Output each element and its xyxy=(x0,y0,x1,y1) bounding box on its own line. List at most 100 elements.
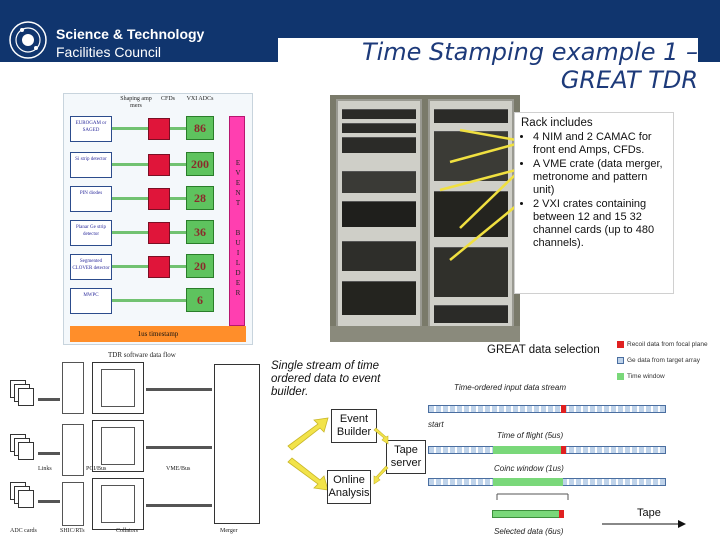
detector-box: MWPC xyxy=(70,288,112,314)
selected-label: Selected data (6us) xyxy=(494,527,564,536)
col-heading-cfds: CFDs xyxy=(160,96,175,102)
rack-floor xyxy=(330,326,520,342)
detector-box: Si strip detector xyxy=(70,152,112,178)
collators-label: Collators xyxy=(116,528,138,534)
legend-item: Recoil data from focal plane xyxy=(617,341,708,348)
signal-arrow xyxy=(112,127,148,130)
window-stream-bar xyxy=(428,446,666,454)
coinc-window xyxy=(493,446,563,454)
org-name-line2: Facilities Council xyxy=(56,44,162,60)
tof-label: Time of flight (5us) xyxy=(497,431,564,440)
event-builder-box: Event Builder xyxy=(331,409,377,443)
recoil-marker xyxy=(561,405,566,413)
title-line1: Time Stamping example 1 – xyxy=(361,38,698,66)
detector-box: PIN diodes xyxy=(70,186,112,212)
legend-swatch xyxy=(617,373,624,380)
legend-item: Ge data from target array xyxy=(617,357,700,364)
software-data-flow-diagram: TDR software data flow Links PCI/Bus VME… xyxy=(4,350,266,538)
event-builder-letter: V xyxy=(235,169,241,177)
recoil-marker xyxy=(559,510,564,518)
rack-photo xyxy=(330,95,520,342)
legend-swatch xyxy=(617,341,624,348)
tape-server-box: Tape server xyxy=(386,440,426,474)
detector-box: EUROGAM or SAGED xyxy=(70,116,112,142)
flow-arrows-yellow xyxy=(287,417,329,491)
detector-box: Planar Ge strip detector xyxy=(70,220,112,246)
event-builder-letter: L xyxy=(235,259,241,267)
event-builder-letter: B xyxy=(235,229,241,237)
event-builder-letter: T xyxy=(235,199,241,207)
amp-box xyxy=(148,222,170,244)
stream-description: Single stream of time ordered data to ev… xyxy=(271,360,381,398)
selection-stream-bar xyxy=(428,478,666,486)
adc-cards-label: ADC cards xyxy=(10,528,37,534)
amp-box xyxy=(148,118,170,140)
selection-title: GREAT data selection xyxy=(487,344,600,356)
org-name-line1: Science & Technology xyxy=(56,26,205,42)
amp-box xyxy=(148,154,170,176)
adc-count: 20 xyxy=(186,254,214,278)
page-title: Time Stamping example 1 – GREAT TDR xyxy=(278,38,698,94)
legend-label: Recoil data from focal plane xyxy=(627,341,708,349)
links-label: Links xyxy=(38,466,52,472)
coinc-window xyxy=(493,478,563,486)
event-builder-letter: U xyxy=(235,239,241,247)
merger-label: Merger xyxy=(220,528,238,534)
stfc-logo-mark-icon xyxy=(9,21,47,59)
event-builder-letter: N xyxy=(235,189,241,197)
rack-callout: Rack includes 4 NIM and 2 CAMAC for fron… xyxy=(514,112,674,294)
start-label: start xyxy=(428,420,444,429)
recoil-marker xyxy=(561,446,566,454)
event-builder-bar: E V E N T B U I L D E R xyxy=(229,116,245,326)
signal-arrow xyxy=(112,231,148,234)
signal-arrow xyxy=(112,265,148,268)
event-builder-letter: D xyxy=(235,269,241,277)
selected-data-bar xyxy=(492,510,564,518)
signal-arrow xyxy=(170,163,186,166)
adc-count: 200 xyxy=(186,152,214,176)
amp-box xyxy=(148,256,170,278)
signal-arrow xyxy=(170,127,186,130)
vmebus-label: VME/Bus xyxy=(166,466,191,472)
signal-arrow xyxy=(170,265,186,268)
adc-count: 6 xyxy=(186,288,214,312)
timestamp-bar: 1us timestamp xyxy=(70,326,246,342)
online-analysis-box: Online Analysis xyxy=(327,470,371,504)
merger-box xyxy=(214,364,260,524)
event-builder-letter: E xyxy=(235,179,241,187)
adc-count: 36 xyxy=(186,220,214,244)
legend-swatch xyxy=(617,357,624,364)
tape-arrows xyxy=(373,427,389,485)
signal-arrow xyxy=(170,197,186,200)
shic-label: SHIC/RTs xyxy=(60,528,85,534)
rack-cabinet xyxy=(336,99,422,339)
coinc-label: Coinc window (1us) xyxy=(494,464,564,473)
event-builder-letter: I xyxy=(236,249,240,257)
callout-list: 4 NIM and 2 CAMAC for front end Amps, CF… xyxy=(521,131,667,250)
tape-arrow xyxy=(602,520,686,528)
sw-flow-heading: TDR software data flow xyxy=(108,351,176,359)
detector-box: Segmented CLOVER detector xyxy=(70,254,112,280)
callout-item: A VME crate (data merger, metronome and … xyxy=(533,158,667,197)
detector-adc-diagram: Shaping amp mers CFDs VXI ADCs EUROGAM o… xyxy=(63,93,253,345)
input-stream-bar xyxy=(428,405,666,413)
callout-item: 4 NIM and 2 CAMAC for front end Amps, CF… xyxy=(533,131,667,157)
event-builder-letter: E xyxy=(235,159,241,167)
legend-label: Time window xyxy=(627,373,665,381)
pcibus-label: PCI/Bus xyxy=(86,466,107,472)
event-builder-letter: R xyxy=(235,289,241,297)
callout-pointer-arrows xyxy=(439,128,517,261)
tape-label: Tape xyxy=(637,507,661,519)
input-stream-label: Time-ordered input data stream xyxy=(454,383,566,392)
col-heading-amps: Shaping amp mers xyxy=(120,96,152,109)
adc-count: 86 xyxy=(186,116,214,140)
signal-arrow xyxy=(170,231,186,234)
stfc-logo: Science & Technology Facilities Council xyxy=(8,14,208,60)
selected-brace xyxy=(496,493,569,500)
signal-arrow xyxy=(112,197,148,200)
col-heading-adcs: VXI ADCs xyxy=(186,96,214,102)
amp-box xyxy=(148,188,170,210)
adc-count: 28 xyxy=(186,186,214,210)
callout-heading: Rack includes xyxy=(521,117,593,129)
signal-arrow xyxy=(112,163,148,166)
